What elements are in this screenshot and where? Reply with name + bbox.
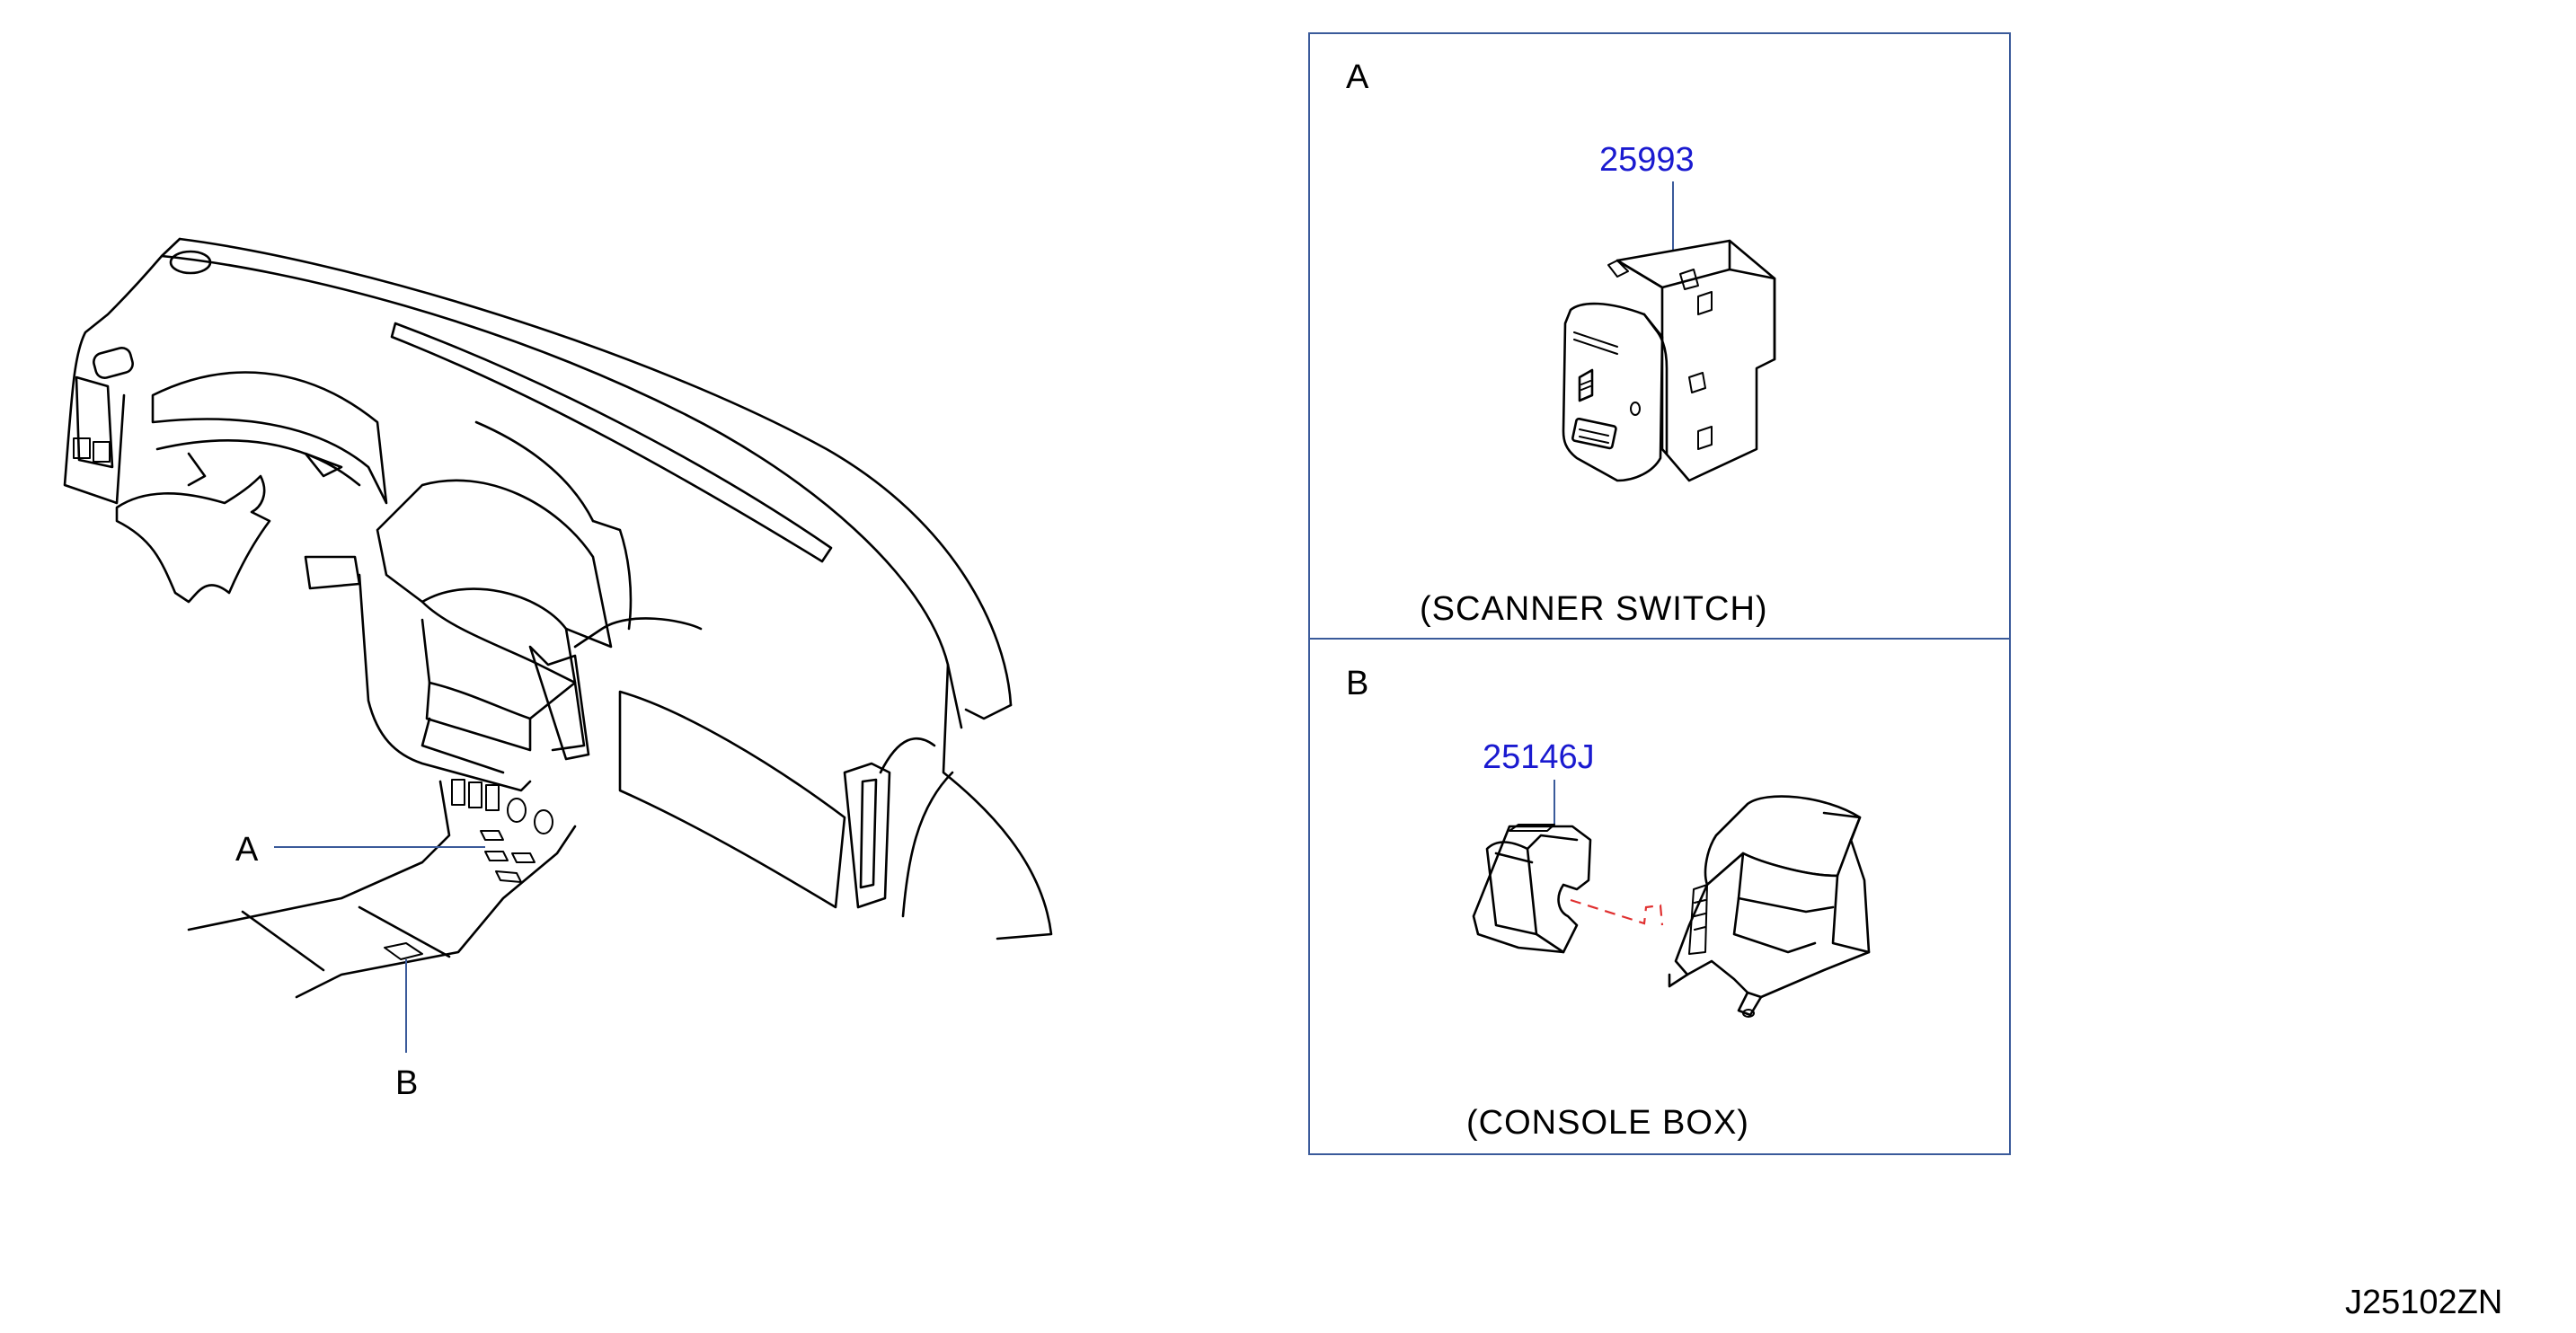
- part-number-25146j[interactable]: 25146J: [1483, 738, 1595, 776]
- instrument-panel-drawing: [63, 237, 1053, 999]
- detail-frame: [1308, 32, 2011, 1155]
- caption-console-box: (CONSOLE BOX): [1466, 1104, 1749, 1142]
- overview-callout-b: B: [395, 959, 418, 1102]
- detail-a-label: A: [1346, 58, 1369, 96]
- overview-callout-a: A: [235, 831, 485, 869]
- install-connector-line: [1570, 898, 1664, 926]
- callout-a-label: A: [235, 831, 259, 869]
- detail-b-label: B: [1346, 665, 1368, 702]
- callout-b-label: B: [395, 1064, 418, 1102]
- scanner-switch-drawing: [1562, 239, 1776, 482]
- console-switch-drawing: [1472, 824, 1592, 954]
- detail-a: A 25993 (SCANNER SWI: [1346, 58, 1776, 628]
- drawing-code: J25102ZN: [2345, 1284, 2502, 1321]
- detail-b: B 25146J: [1346, 665, 1871, 1142]
- caption-scanner-switch: (SCANNER SWITCH): [1420, 590, 1768, 628]
- console-box-drawing: [1668, 795, 1871, 1018]
- detail-frame-border: [1308, 32, 2011, 1155]
- part-number-25993[interactable]: 25993: [1599, 141, 1695, 179]
